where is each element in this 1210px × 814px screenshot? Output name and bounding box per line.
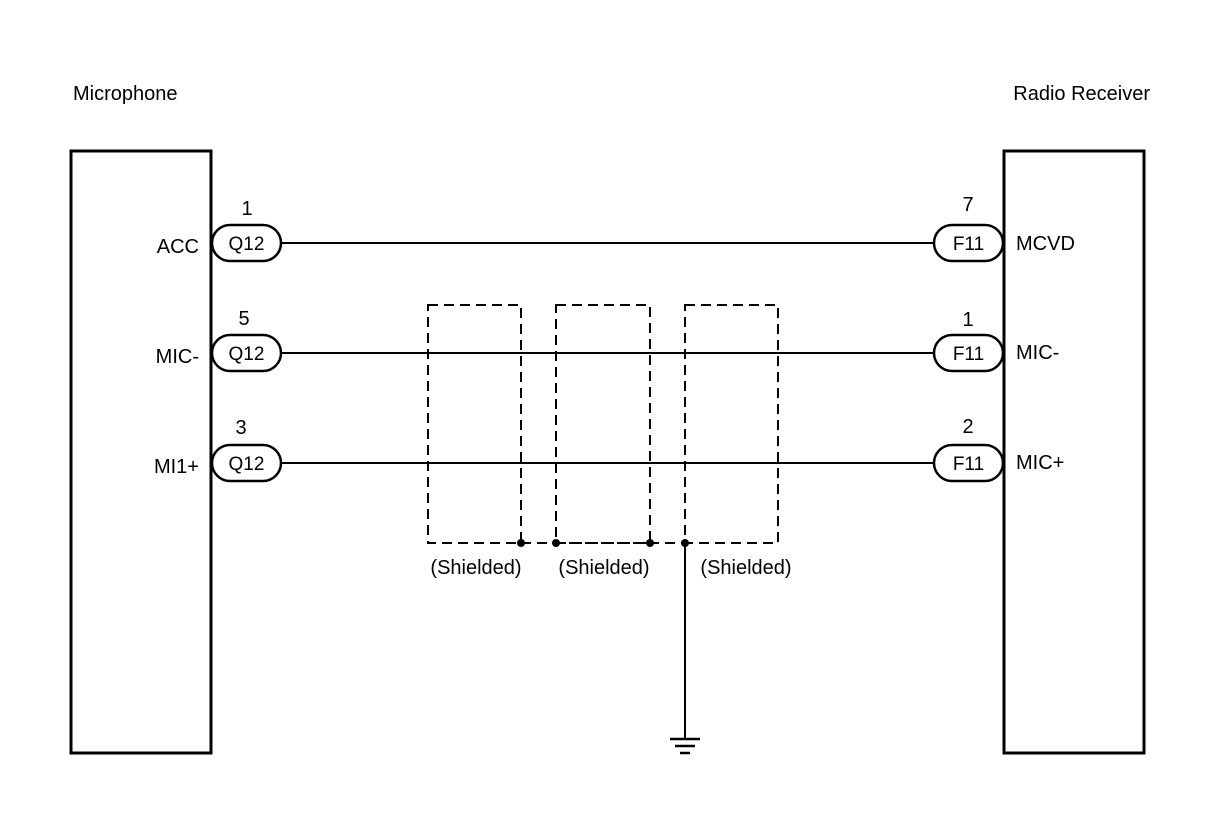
connector-code: Q12 xyxy=(229,344,265,365)
right-connector-mic-plus: 2 MIC+ F11 xyxy=(932,416,1064,483)
signal-label: ACC xyxy=(157,236,199,258)
connector-pill xyxy=(932,333,1005,373)
junction-dot xyxy=(552,539,560,547)
left-connector-acc: 1 ACC Q12 xyxy=(157,198,283,263)
connector-pill xyxy=(932,223,1005,263)
right-connector-mcvd: 7 MCVD F11 xyxy=(932,194,1075,263)
radio-receiver-box xyxy=(1002,149,1146,755)
connector-code: F11 xyxy=(953,234,984,255)
left-connector-mic-minus: 5 MIC- Q12 xyxy=(156,308,283,373)
signal-label: MIC+ xyxy=(1016,452,1064,474)
shield-box-2 xyxy=(555,304,651,544)
connector-pill xyxy=(210,443,283,483)
signal-label: MCVD xyxy=(1016,233,1075,255)
connector-pill xyxy=(932,443,1005,483)
pin-number: 2 xyxy=(962,416,973,438)
shield-label-1: (Shielded) xyxy=(430,557,521,579)
shield-label-2: (Shielded) xyxy=(558,557,649,579)
pin-number: 3 xyxy=(235,417,246,439)
junction-dot xyxy=(646,539,654,547)
junction-dot xyxy=(517,539,525,547)
connector-code: F11 xyxy=(953,344,984,365)
connector-code: Q12 xyxy=(229,234,265,255)
pin-number: 7 xyxy=(962,194,973,216)
signal-label: MIC- xyxy=(156,346,199,368)
pin-number: 1 xyxy=(962,309,973,331)
connector-code: Q12 xyxy=(229,454,265,475)
shield-box-3 xyxy=(684,304,779,544)
signal-label: MIC- xyxy=(1016,342,1059,364)
ground-icon xyxy=(670,737,700,755)
microphone-box xyxy=(69,149,213,755)
shield-label-3: (Shielded) xyxy=(700,557,791,579)
radio-receiver-title: Radio Receiver xyxy=(1013,83,1150,105)
pin-number: 1 xyxy=(241,198,252,220)
shield-box-1 xyxy=(427,304,522,544)
signal-label: MI1+ xyxy=(154,456,199,478)
connector-code: F11 xyxy=(953,454,984,475)
connector-pill xyxy=(210,333,283,373)
connector-pill xyxy=(210,223,283,263)
right-connector-mic-minus: 1 MIC- F11 xyxy=(932,309,1059,373)
microphone-title: Microphone xyxy=(73,83,178,105)
left-connector-mi1-plus: 3 MI1+ Q12 xyxy=(154,417,283,483)
pin-number: 5 xyxy=(238,308,249,330)
